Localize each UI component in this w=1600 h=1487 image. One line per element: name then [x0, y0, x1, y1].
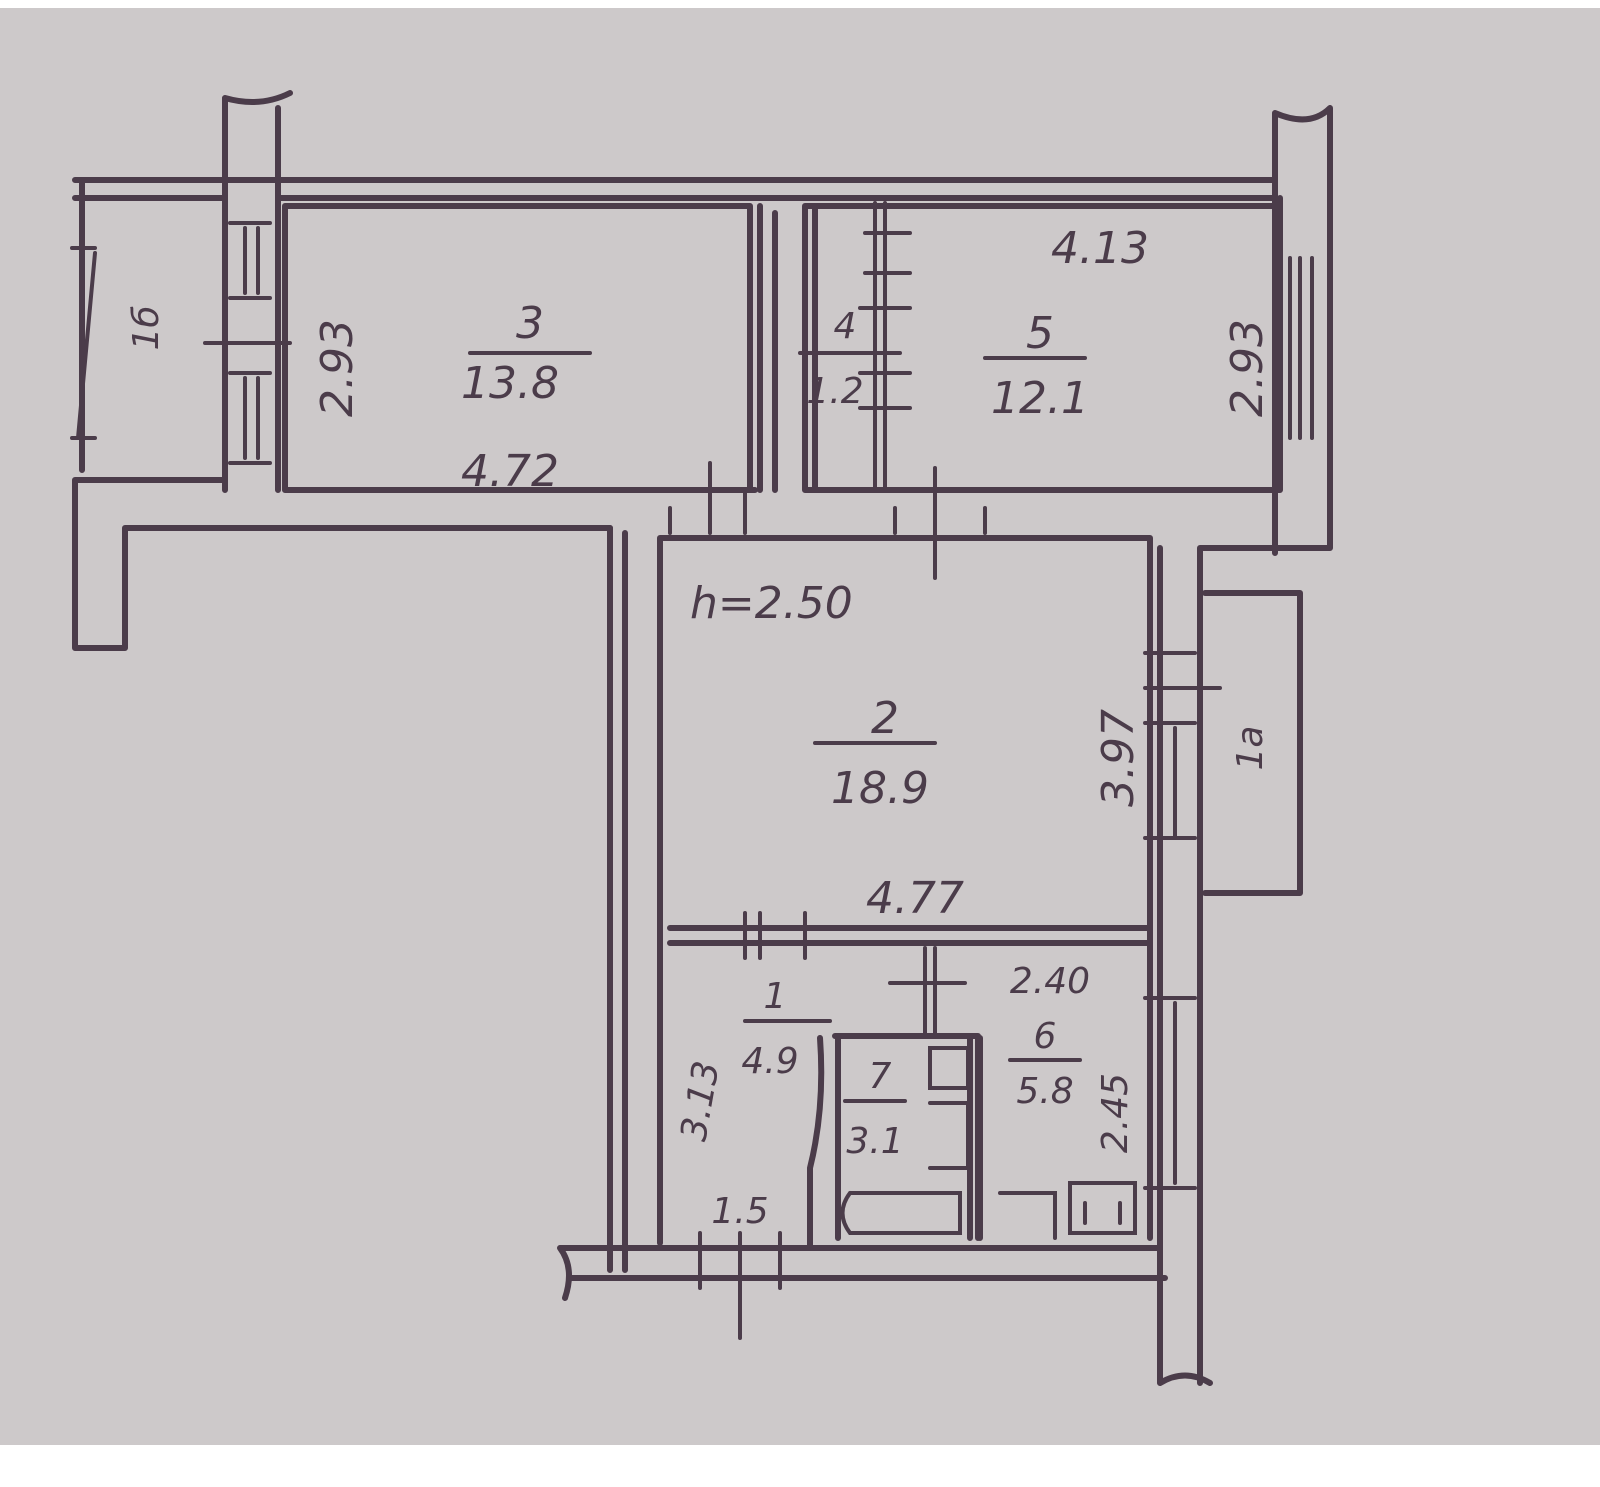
room-3-width: 4.72	[461, 446, 559, 497]
room-2-number: 2	[871, 693, 899, 744]
room-3-number: 3	[516, 298, 544, 349]
room-2-width: 4.77	[866, 873, 964, 924]
floor-plan-sheet: 3 13.8 4.72 2.93 4.13 5 12.1 2.93 4 1.2 …	[0, 8, 1600, 1445]
room-5-number: 5	[1026, 308, 1054, 359]
room-1-width: 1.5	[711, 1191, 768, 1232]
room-5-depth: 2.93	[1222, 319, 1273, 417]
room-3-depth: 2.93	[312, 319, 363, 417]
room-1-number: 1	[764, 976, 787, 1017]
room-4-area: 1.2	[806, 371, 863, 412]
room-1-depth: 3.13	[674, 1058, 728, 1144]
room-6-width: 2.40	[1010, 961, 1090, 1002]
room-7-area: 3.1	[846, 1121, 903, 1162]
room-2-area: 18.9	[831, 763, 929, 814]
room-5-area: 12.1	[991, 373, 1089, 424]
room-3-area: 13.8	[461, 358, 559, 409]
floor-plan: 3 13.8 4.72 2.93 4.13 5 12.1 2.93 4 1.2 …	[70, 90, 1333, 1386]
room-7-number: 7	[869, 1056, 892, 1097]
room-2-depth: 3.97	[1093, 709, 1144, 807]
room-5-width: 4.13	[1051, 223, 1149, 274]
labels: 3 13.8 4.72 2.93 4.13 5 12.1 2.93 4 1.2 …	[126, 223, 1273, 1232]
balcony-1b-label: 1б	[126, 305, 167, 350]
room-1-area: 4.9	[741, 1041, 798, 1082]
room-6-number: 6	[1034, 1016, 1057, 1057]
room-6-depth: 2.45	[1095, 1073, 1136, 1153]
walls	[70, 90, 1333, 1386]
room-6-area: 5.8	[1016, 1071, 1073, 1112]
ceiling-height: h=2.50	[690, 578, 853, 629]
room-4-number: 4	[834, 306, 857, 347]
balcony-1a-label: 1a	[1230, 726, 1271, 771]
